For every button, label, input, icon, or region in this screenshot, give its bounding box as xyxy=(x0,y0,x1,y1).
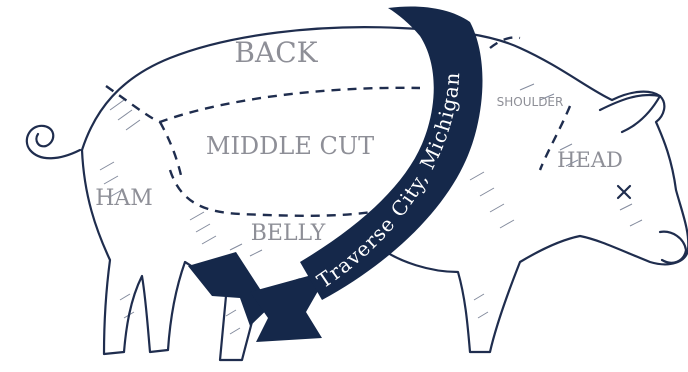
body-outline xyxy=(82,27,688,360)
cut-label-back: BACK xyxy=(234,36,318,69)
snout xyxy=(660,232,686,263)
ear xyxy=(600,95,660,132)
cut-lines xyxy=(106,37,570,215)
banner-ribbon: Traverse City, Michigan xyxy=(188,7,482,342)
cut-line-back xyxy=(106,86,420,122)
cut-label-ham: HAM xyxy=(95,186,153,211)
cut-label-head: HEAD xyxy=(557,148,623,172)
cut-line-belly xyxy=(170,170,385,216)
cut-label-belly: BELLY xyxy=(251,221,326,246)
tail xyxy=(27,126,80,158)
eye xyxy=(618,186,630,198)
cut-label-middle-cut: MIDDLE CUT xyxy=(206,132,374,160)
shading xyxy=(100,84,642,334)
cut-label-shoulder: SHOULDER xyxy=(497,95,564,109)
